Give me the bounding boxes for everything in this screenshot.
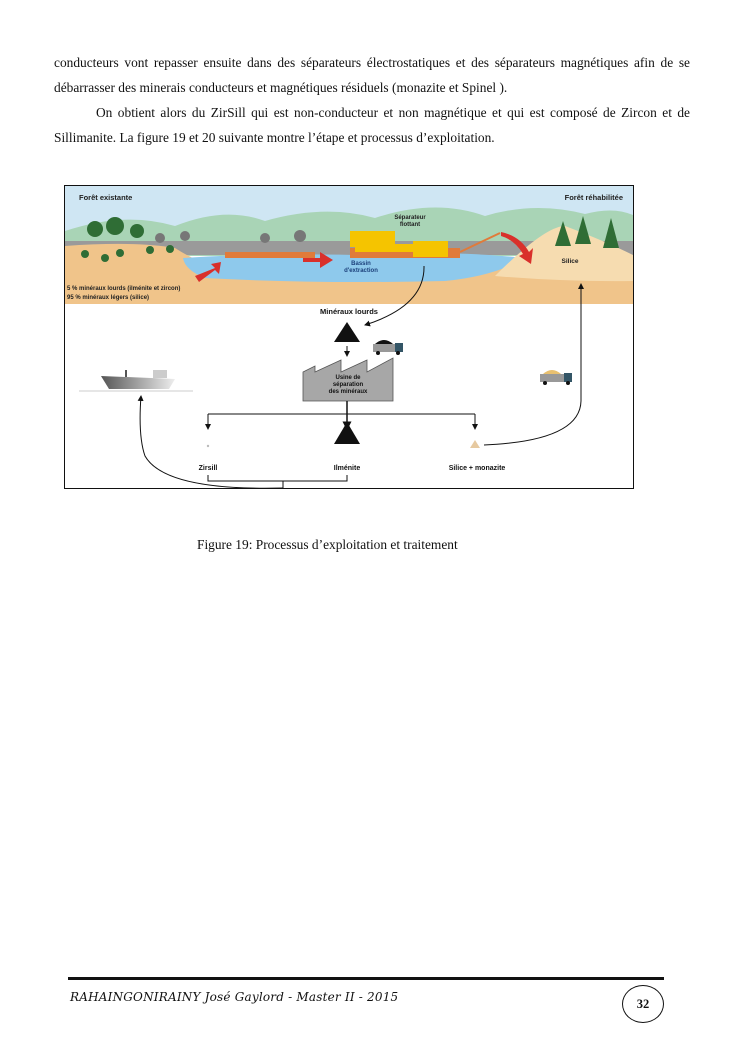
label-light-pct: 95 % minéraux légers (silice) xyxy=(67,295,149,301)
heavy-minerals-pile-icon xyxy=(334,322,360,342)
label-ilmenite: Ilménite xyxy=(334,465,361,472)
figure-19-process-diagram: Forêt existante Forêt réhabilitée Sépara… xyxy=(64,185,634,489)
footer-author: RAHAINGONIRAINY José Gaylord - Master II… xyxy=(70,990,399,1004)
page-number: 32 xyxy=(622,985,664,1023)
body-paragraph-1: conducteurs vont repasser ensuite dans d… xyxy=(54,55,690,95)
truck-silica-icon xyxy=(540,370,572,385)
ship-icon xyxy=(79,370,193,392)
label-separator-2: flottant xyxy=(400,222,420,228)
figure-caption: Figure 19: Processus d’exploitation et t… xyxy=(197,537,458,552)
label-rehab-forest: Forêt réhabilitée xyxy=(565,193,623,202)
body-paragraph-2: On obtient alors du ZirSill qui est non-… xyxy=(54,105,690,145)
label-heavy-minerals: Minéraux lourds xyxy=(320,307,378,316)
label-plant-3: des minéraux xyxy=(329,389,368,395)
ilmenite-pile-icon xyxy=(334,422,360,444)
label-plant-2: séparation xyxy=(333,382,364,388)
truck-icon xyxy=(373,340,403,355)
label-plant-1: Usine de xyxy=(335,375,361,381)
label-heavy-pct: 5 % minéraux lourds (ilménite et zircon) xyxy=(67,286,180,292)
silica-pile-icon xyxy=(470,440,480,448)
label-existing-forest: Forêt existante xyxy=(79,193,132,202)
label-zirsill: Zirsill xyxy=(199,465,218,472)
label-basin-1: Bassin xyxy=(351,261,371,267)
label-silica-monazite: Silice + monazite xyxy=(449,465,506,472)
zirsill-pile-icon xyxy=(206,444,210,448)
label-silica: Silice xyxy=(562,258,579,265)
label-separator-1: Séparateur xyxy=(394,215,426,221)
footer-rule xyxy=(68,977,664,980)
label-basin-2: d'extraction xyxy=(344,268,378,274)
separation-plant-icon xyxy=(302,357,394,402)
landscape-illustration xyxy=(65,186,633,304)
